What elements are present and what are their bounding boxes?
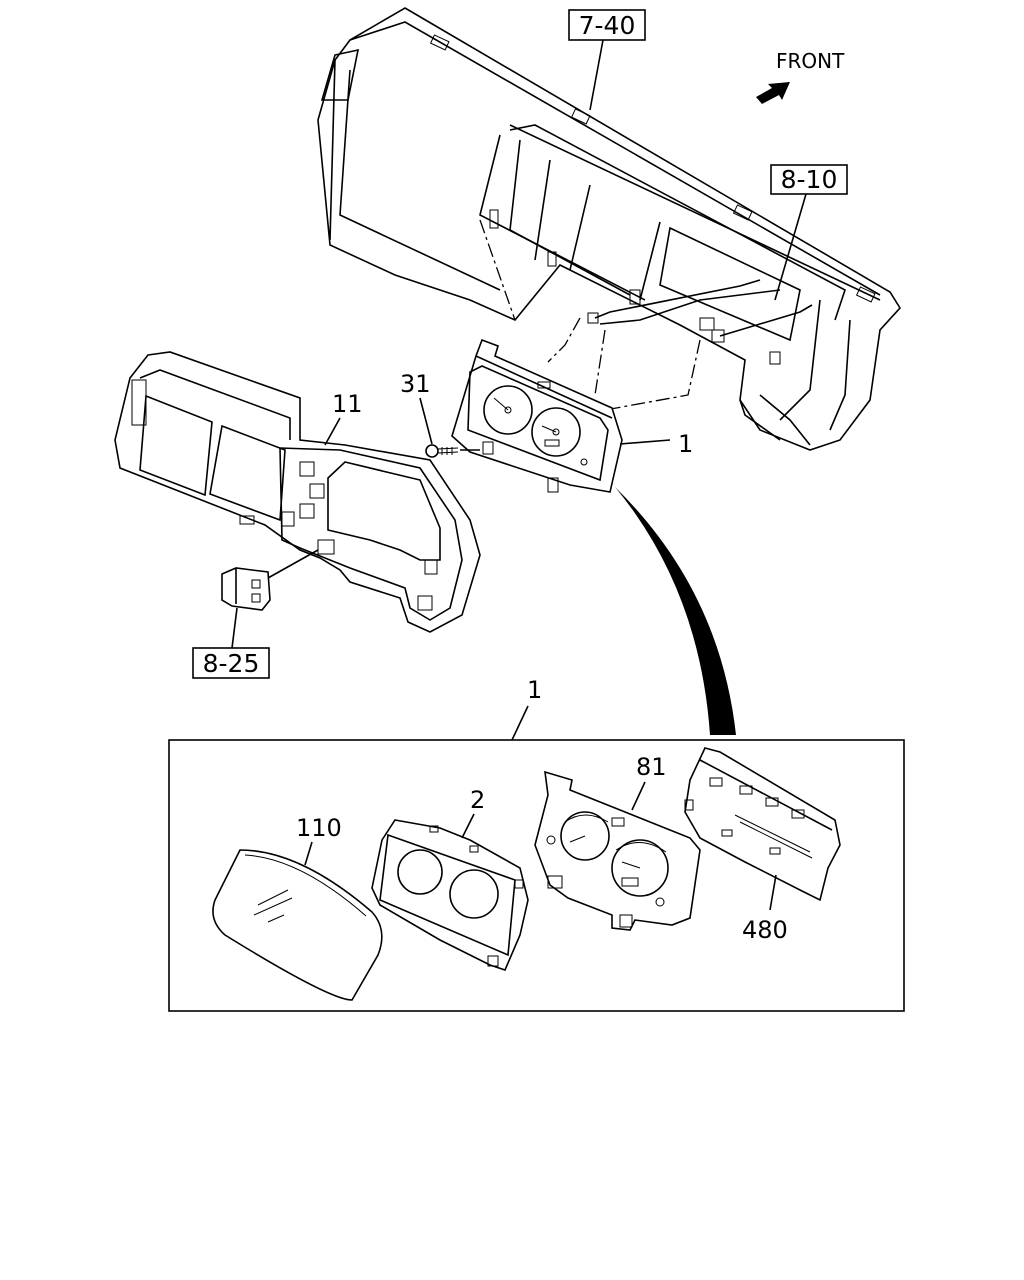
circuit-board-480: [684, 747, 841, 902]
callout-2: 2: [470, 786, 485, 814]
lens-110: [212, 849, 383, 1001]
reference-7-40-label: 7-40: [579, 11, 636, 40]
front-label: FRONT: [776, 49, 845, 73]
reference-box-8-25[interactable]: 8-25: [192, 647, 270, 679]
leader-1-detail: [511, 705, 529, 741]
leader-7-40: [589, 39, 604, 111]
phantom-line-cluster-right: [604, 339, 701, 411]
callout-11: 11: [332, 390, 363, 418]
leader-480: [769, 874, 777, 911]
detail-arrow: [615, 487, 736, 735]
callout-480: 480: [742, 916, 788, 944]
mask-2: [371, 819, 529, 971]
leader-switch-to-bezel: [267, 549, 319, 579]
leader-110: [304, 841, 313, 866]
screw-31: [419, 397, 480, 458]
reference-box-7-40[interactable]: 7-40: [568, 9, 646, 41]
phantom-line-left: [479, 219, 516, 321]
instrument-cluster-assembly: [451, 338, 623, 493]
leader-1-top: [619, 439, 671, 445]
switch-module: [221, 567, 271, 611]
callout-31: 31: [400, 370, 431, 398]
phantom-line-cluster: [594, 329, 606, 396]
leader-8-25: [231, 607, 238, 649]
reference-box-8-10[interactable]: 8-10: [770, 164, 848, 195]
callout-1-detail: 1: [527, 676, 542, 704]
reference-8-10-label: 8-10: [781, 165, 838, 194]
detail-box: [168, 739, 905, 1012]
front-arrow-icon: [756, 82, 790, 104]
callout-81: 81: [636, 753, 667, 781]
wiring-harness: [587, 279, 813, 343]
leader-11: [324, 417, 341, 446]
reference-8-25-label: 8-25: [203, 649, 260, 678]
dial-plate-81: [534, 770, 701, 931]
phantom-line-harness: [547, 317, 581, 363]
callout-1-top: 1: [678, 430, 693, 458]
callout-110: 110: [296, 814, 342, 842]
leader-2: [461, 813, 475, 839]
dashboard-panel: [317, 7, 901, 451]
leader-81: [631, 781, 646, 811]
leader-8-10: [774, 193, 807, 301]
cluster-bezel-11: [114, 351, 481, 633]
